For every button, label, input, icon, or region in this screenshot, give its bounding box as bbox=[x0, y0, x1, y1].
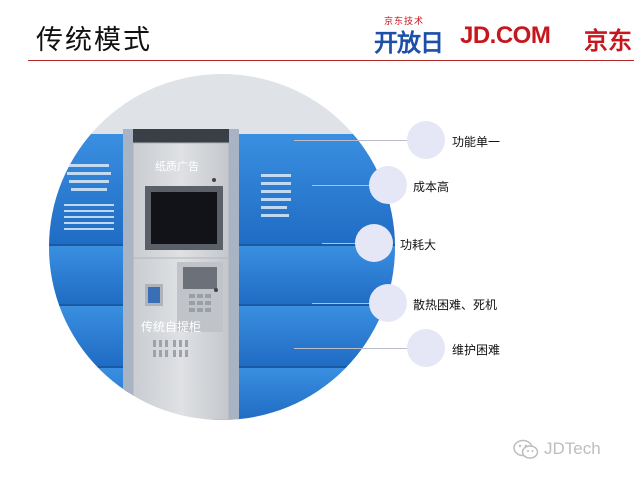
feature-bubble-4 bbox=[369, 284, 407, 322]
feature-bubble-1 bbox=[407, 121, 445, 159]
feature-label-5: 维护困难 bbox=[452, 343, 501, 357]
kaifang-logo-small-text: 京东技术 bbox=[384, 17, 425, 27]
jd-logo-cn: 京东 bbox=[584, 27, 632, 55]
watermark: JDTech bbox=[512, 437, 630, 461]
feature-label-4: 散热困难、死机 bbox=[413, 298, 498, 312]
connector-line-5 bbox=[294, 348, 410, 349]
feature-label-2: 成本高 bbox=[413, 180, 450, 194]
cabinet-label: 传统自提柜 bbox=[141, 320, 202, 334]
feature-bubble-3 bbox=[355, 224, 393, 262]
connector-line-2 bbox=[312, 185, 372, 186]
kaifang-logo-big-text: 开放日 bbox=[374, 29, 444, 57]
connector-line-3 bbox=[322, 243, 358, 244]
jd-logo-en: JD.COM bbox=[460, 22, 551, 49]
paper-ad-label: 纸质广告 bbox=[155, 160, 199, 173]
title-divider bbox=[28, 60, 634, 61]
jd-logo: 京东技术 开放日 JD.COM 京东 bbox=[374, 14, 636, 57]
connector-line-1 bbox=[294, 140, 410, 141]
feature-bubble-2 bbox=[369, 166, 407, 204]
watermark-text: JDTech bbox=[544, 439, 601, 458]
connector-line-4 bbox=[312, 303, 372, 304]
locker-photo: 纸质广告 传统自提柜 bbox=[49, 74, 395, 420]
feature-bubble-5 bbox=[407, 329, 445, 367]
feature-label-1: 功能单一 bbox=[452, 135, 501, 149]
locker-illustration bbox=[49, 74, 395, 420]
slide-title: 传统模式 bbox=[36, 25, 152, 56]
feature-label-3: 功耗大 bbox=[400, 238, 437, 252]
wechat-icon bbox=[513, 439, 539, 459]
